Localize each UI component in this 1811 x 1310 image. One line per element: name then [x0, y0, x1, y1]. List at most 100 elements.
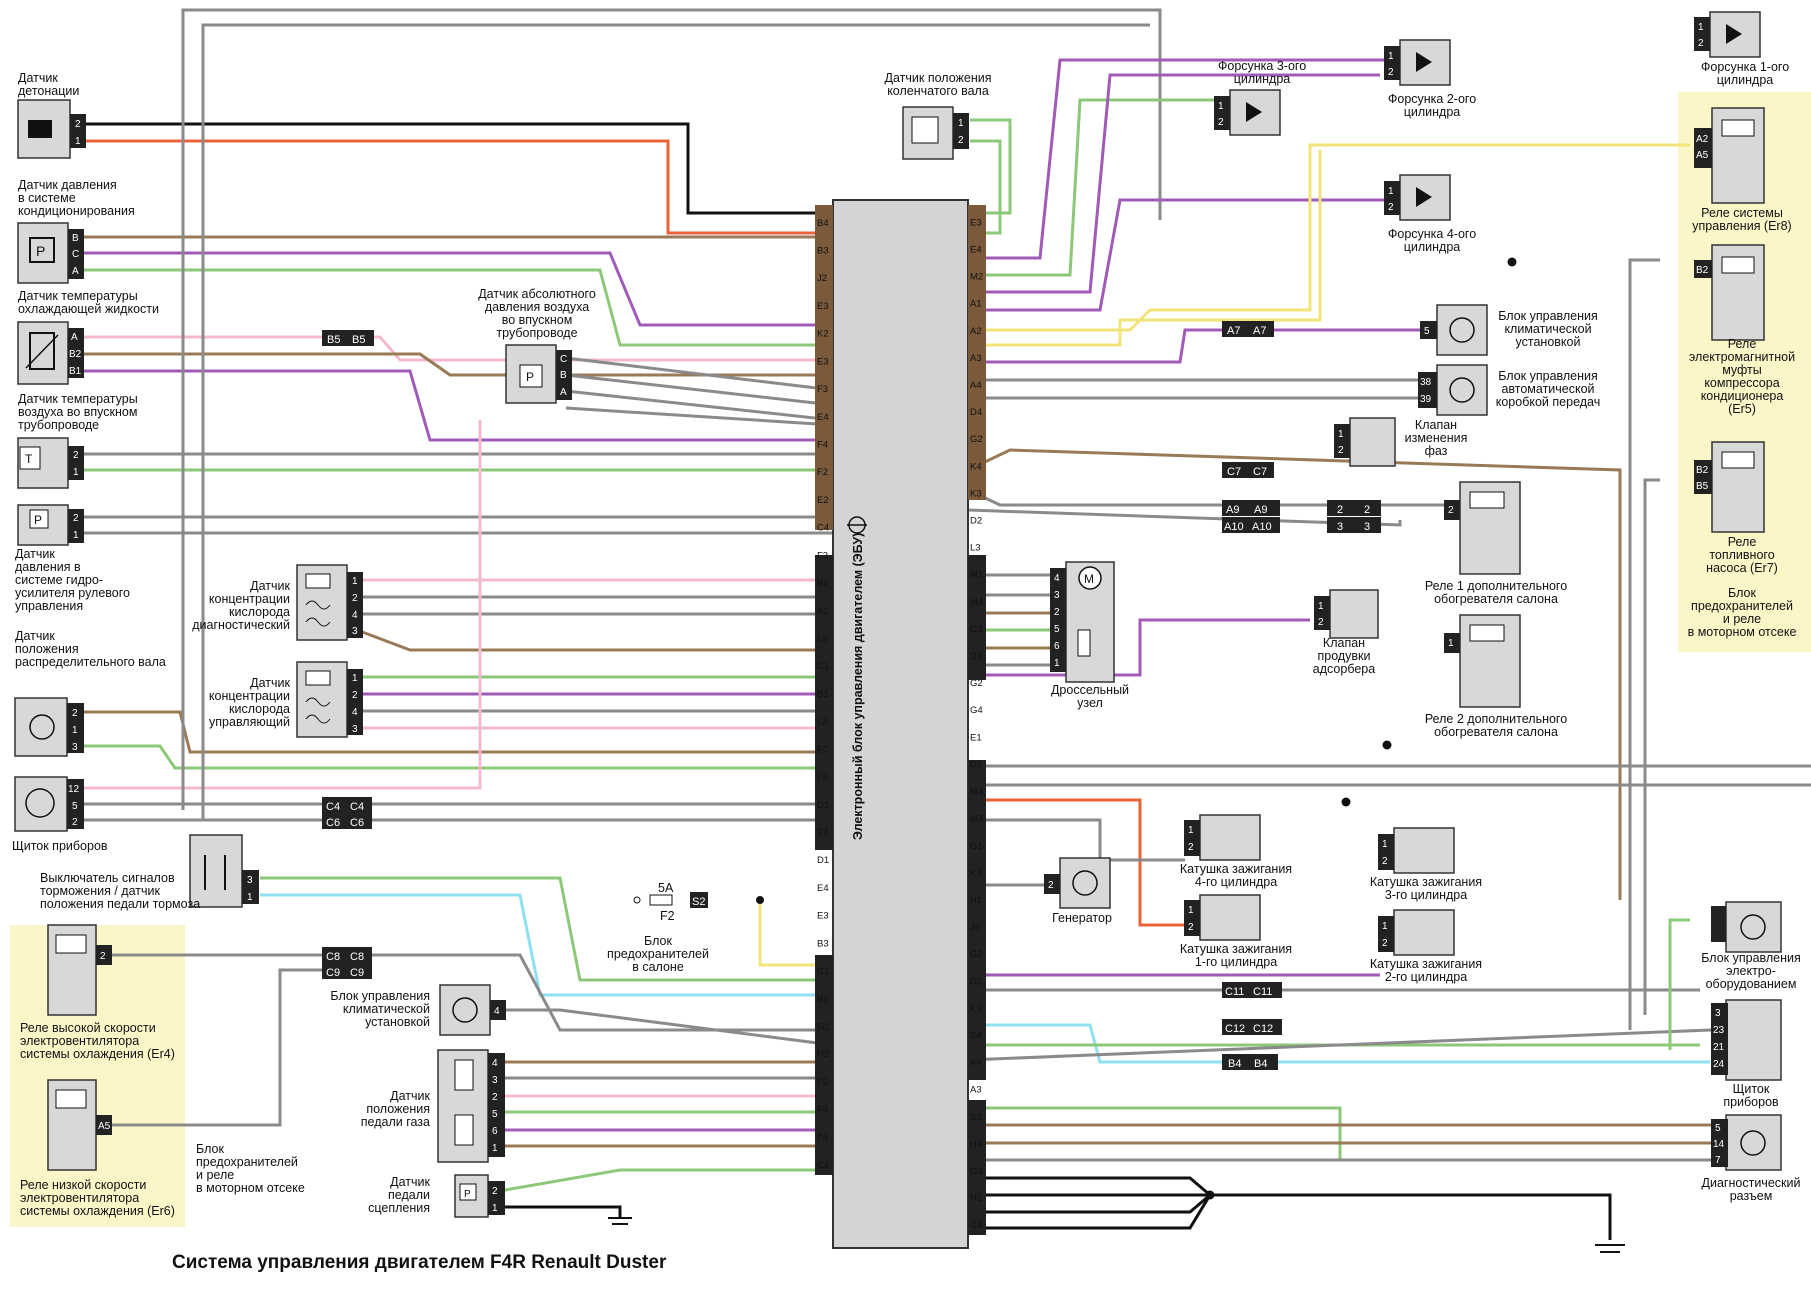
connector-b5-left: B5: [327, 334, 340, 346]
svg-text:39: 39: [1420, 394, 1432, 405]
clutch-sensor: P 21: [454, 1174, 505, 1218]
svg-text:1: 1: [72, 725, 78, 736]
atc-unit: 38 39: [1418, 364, 1488, 416]
ecu-left-pin-28: B1: [817, 994, 829, 1005]
svg-text:P: P: [34, 513, 42, 527]
ecu-right-connector-mid: [968, 760, 986, 1080]
svg-text:2: 2: [1188, 922, 1194, 933]
ecu-right-pin-34: H4: [970, 1139, 982, 1150]
svg-text:2: 2: [1048, 880, 1054, 891]
pedal-gas-sensor: 432 561: [437, 1049, 505, 1163]
ecu-left-connector: [815, 205, 833, 530]
crank-sensor: 12: [902, 106, 969, 160]
svg-text:3: 3: [72, 742, 78, 753]
ecu-left-pin-12: F3: [817, 550, 828, 561]
svg-text:1: 1: [1188, 905, 1194, 916]
ecu-right-pin-4: A2: [970, 326, 982, 337]
svg-text:6: 6: [1054, 641, 1060, 652]
ground-left: [608, 1217, 632, 1225]
svg-text:38: 38: [1420, 377, 1432, 388]
ignition-coil-1: 12: [1184, 894, 1261, 941]
injector-1: 12: [1694, 11, 1761, 58]
connector-c11-right: C11: [1253, 986, 1272, 998]
ecu-left-pin-17: B1: [817, 689, 829, 700]
svg-text:2: 2: [1388, 202, 1394, 213]
ecu-right-pin-17: G2: [970, 678, 983, 689]
ecu-left-pin-25: E3: [817, 911, 829, 922]
ecu-left-pin-0: B4: [817, 218, 829, 229]
svg-text:P: P: [36, 243, 45, 259]
ecu-right-pin-23: G1: [970, 841, 983, 852]
intake-air-temp-sensor: T 21: [17, 437, 84, 489]
ecu-left-pin-14: A2: [817, 606, 829, 617]
ecu-left-pins: B4B3J2E3K2E3F3E4F4F2E2C4F3B2A2L3C1B1L2E2…: [817, 218, 830, 1171]
ecu-right-pin-0: E3: [970, 217, 982, 228]
svg-text:7: 7: [1715, 1155, 1721, 1166]
connector-a7-left: A7: [1227, 325, 1240, 337]
climate-right-unit: 5: [1420, 304, 1488, 356]
ecu-right-pin-24: K3: [970, 868, 982, 879]
connector-a10: A10 A10: [1222, 517, 1280, 533]
ecu-left-pin-5: E3: [817, 356, 829, 367]
connector-a7: A7 A7: [1222, 321, 1274, 337]
fan-high-relay: 2: [47, 924, 112, 1016]
ecu-right-pin-30: B4: [970, 1030, 982, 1041]
knock-sensor: 21: [17, 99, 86, 159]
label-generator: Генератор: [1052, 911, 1112, 925]
svg-text:A: A: [560, 387, 567, 398]
svg-text:21: 21: [1713, 1042, 1725, 1053]
ecu-right-pin-7: D4: [970, 407, 982, 418]
ecu-right-pin-2: M2: [970, 272, 983, 283]
label-fuse-f2: F2: [660, 909, 675, 923]
ecu-left-pin-15: L3: [817, 634, 828, 645]
connector-c12-right: C12: [1253, 1023, 1273, 1035]
connector-h33-right: 3: [1364, 521, 1370, 533]
connector-c4-left: C4: [326, 801, 340, 813]
ecu-right-pin-31: A4: [970, 1058, 982, 1069]
ecu-right-pin-12: L3: [970, 543, 981, 554]
svg-text:2: 2: [75, 119, 81, 130]
highlight-fuse-box-left: [10, 925, 185, 1227]
svg-text:P: P: [464, 1189, 471, 1200]
connector-c7-left: C7: [1227, 466, 1241, 478]
ecu-left-pin-23: D1: [817, 855, 829, 866]
svg-text:3: 3: [1715, 1008, 1721, 1019]
svg-text:2: 2: [1318, 617, 1324, 628]
vvt-valve: 12: [1334, 417, 1396, 467]
svg-text:2: 2: [1188, 842, 1194, 853]
connector-b4-left: B4: [1228, 1058, 1241, 1070]
svg-text:2: 2: [1338, 445, 1344, 456]
map-sensor: P CBA: [505, 344, 572, 404]
connector-c12-left: C12: [1225, 1023, 1245, 1035]
ecu-left-pin-19: E2: [817, 744, 829, 755]
junction-dots: [1205, 257, 1517, 1200]
ecu-right-pin-37: G4: [970, 1220, 983, 1231]
svg-text:M: M: [1084, 572, 1094, 586]
svg-text:4: 4: [1054, 573, 1060, 584]
svg-text:1: 1: [352, 576, 358, 587]
ecu-left-pin-22: E4: [817, 828, 829, 839]
svg-text:1: 1: [352, 673, 358, 684]
ecu-left-pin-24: E4: [817, 883, 829, 894]
svg-text:1: 1: [1388, 51, 1394, 62]
connector-c8-right: C8: [350, 951, 364, 963]
svg-text:1: 1: [958, 118, 964, 129]
brake-switch: 31: [189, 834, 259, 908]
connector-c11-left: C11: [1225, 986, 1244, 998]
ecu-right-pin-13: M1: [970, 570, 983, 581]
ecu-left-pin-1: B3: [817, 246, 829, 257]
injector-3: 12: [1214, 89, 1281, 136]
ecu-right-pin-6: A4: [970, 380, 982, 391]
svg-text:1: 1: [247, 892, 253, 903]
